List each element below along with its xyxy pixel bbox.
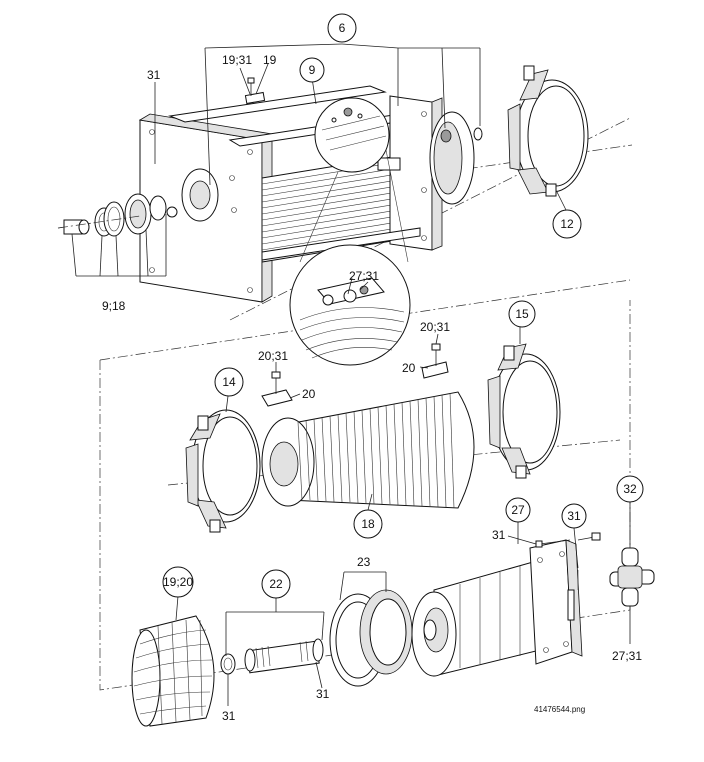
callout-22-text: 22 (269, 577, 283, 591)
drum-sleeve-19-20 (131, 615, 215, 727)
callout-9-18: 9;18 (102, 299, 126, 313)
callout-9: 9 (299, 57, 325, 83)
callout-15: 15 (508, 300, 536, 328)
callout-15-text: 15 (515, 307, 529, 321)
callout-12-text: 12 (560, 217, 574, 231)
callout-31-shaft-b: 31 (316, 687, 330, 701)
callout-19-20: 19;20 (162, 566, 194, 598)
callout-20-31-right: 20;31 (420, 320, 450, 334)
callout-31-shaft-a: 31 (222, 709, 236, 723)
clamp-ring-12 (507, 65, 589, 197)
callout-9-text: 9 (309, 63, 316, 77)
callout-12: 12 (552, 209, 582, 239)
callout-14: 14 (214, 367, 244, 397)
component-32 (609, 547, 655, 607)
callout-32-text: 32 (623, 482, 637, 496)
callout-19-20-text: 19;20 (163, 575, 193, 589)
callout-31-motor-b: 31 (561, 503, 587, 529)
callout-23: 23 (357, 555, 371, 569)
callout-27-text: 27 (511, 503, 525, 517)
drum-18 (261, 343, 475, 509)
callout-20-right: 20 (402, 361, 416, 375)
callout-27-31-brake: 27;31 (612, 649, 642, 663)
callout-31-motor-b-text: 31 (567, 509, 581, 523)
leader-lines (71, 43, 631, 706)
callout-27-31-detail: 27;31 (349, 269, 379, 283)
clamp-ring-15 (487, 343, 561, 479)
shaft-22 (220, 638, 324, 675)
callout-32: 32 (616, 475, 644, 503)
callout-22: 22 (261, 569, 291, 599)
callout-31-motor-a: 31 (492, 528, 506, 542)
callout-18: 18 (353, 509, 383, 539)
callout-6: 6 (327, 13, 357, 43)
callout-31-top: 31 (147, 68, 161, 82)
callout-27: 27 (505, 497, 531, 523)
callout-6-text: 6 (339, 21, 346, 35)
motor-housing-27 (411, 532, 601, 677)
drum-grooves (297, 392, 455, 509)
detail-magnifier-upper (314, 97, 390, 173)
callout-19: 19 (263, 53, 277, 67)
detail-magnifier-lower (289, 149, 411, 366)
winch-frame-assembly (57, 77, 483, 303)
callout-18-text: 18 (361, 517, 375, 531)
gear-rings-23 (329, 589, 413, 687)
figure-file-name: 41476544.png (534, 705, 585, 714)
clamp-ring-14 (185, 409, 261, 533)
callout-20-left: 20 (302, 387, 316, 401)
callout-20-31-left: 20;31 (258, 349, 288, 363)
callout-14-text: 14 (222, 375, 236, 389)
callout-19-31: 19;31 (222, 53, 252, 67)
